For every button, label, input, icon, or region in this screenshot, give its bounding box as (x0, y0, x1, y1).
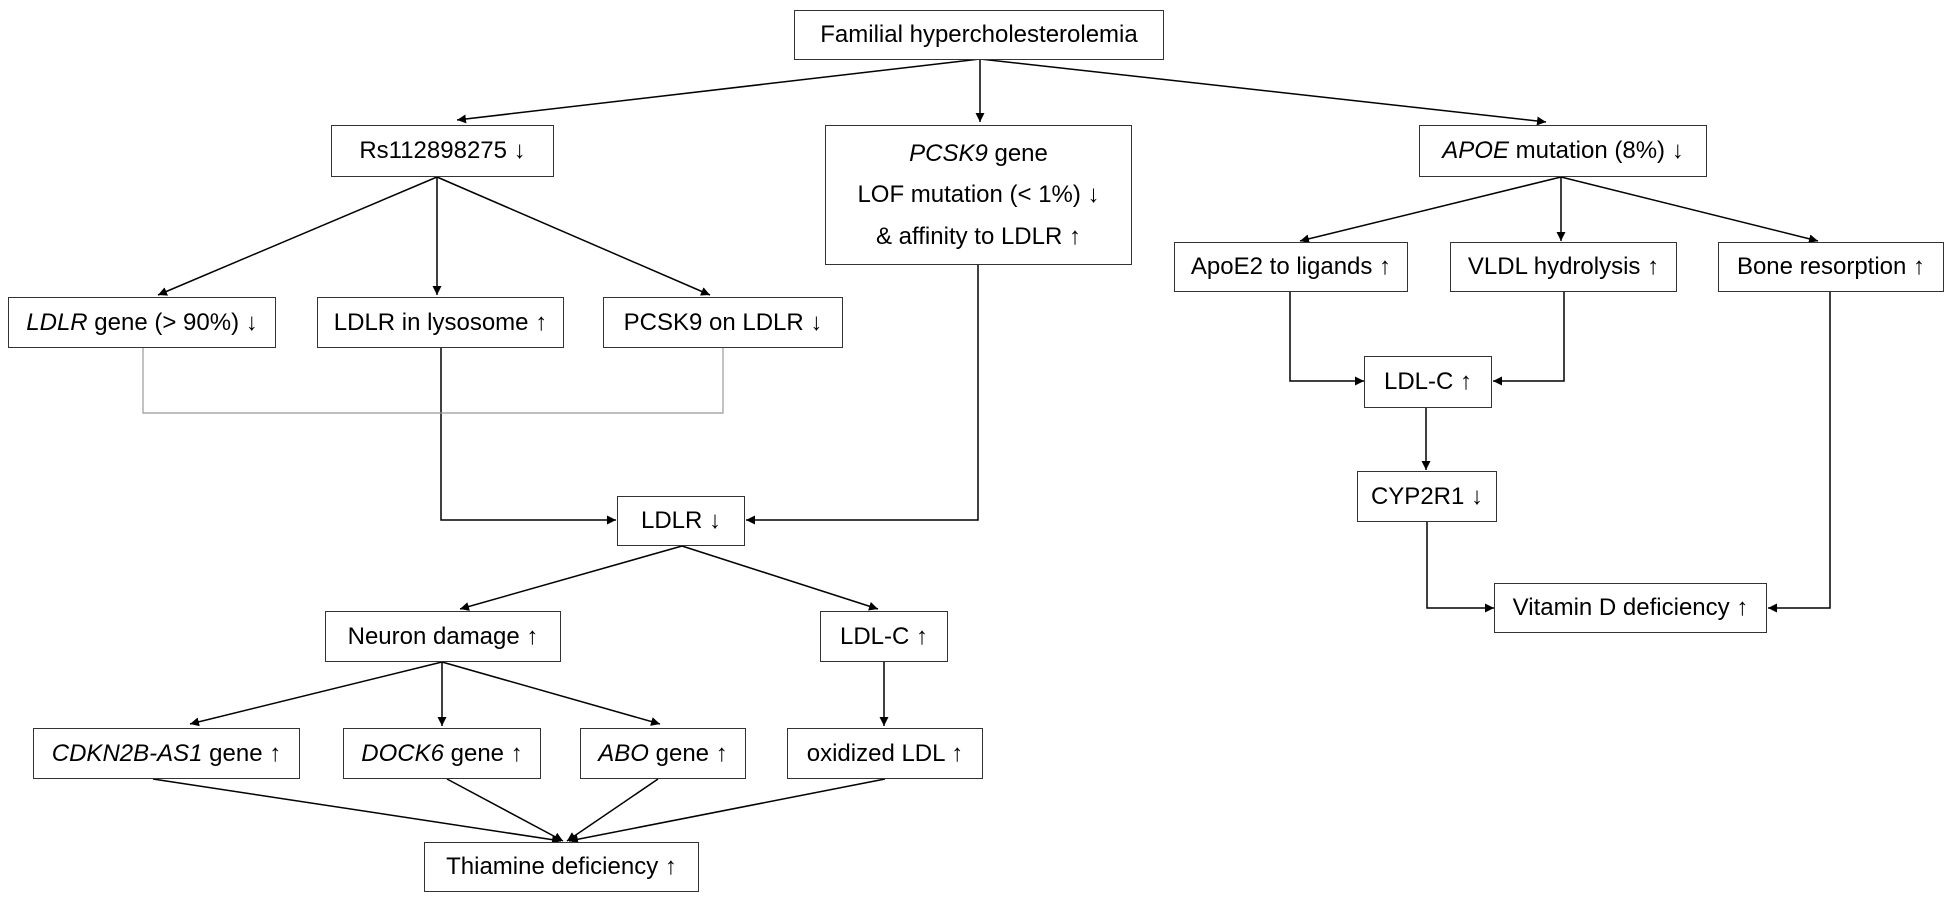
node-vldl-hydrolysis: VLDL hydrolysis ↑ (1450, 242, 1677, 292)
node-label: APOE mutation (8%) ↓ (1442, 137, 1684, 164)
node-vitamin-d-deficiency: Vitamin D deficiency ↑ (1494, 583, 1767, 633)
node-label-line-1: PCSK9 gene (909, 139, 1048, 167)
node-label-line-3: & affinity to LDLR ↑ (876, 222, 1081, 250)
node-familial-hypercholesterolemia: Familial hypercholesterolemia (794, 10, 1164, 60)
node-label: CYP2R1 ↓ (1370, 482, 1484, 510)
node-label: Bone resorption ↑ (1736, 253, 1926, 280)
node-ldl-c-left: LDL-C ↑ (820, 611, 948, 662)
edge-fh-to-apoe-mutation (979, 58, 1547, 126)
node-pcsk9-on-ldlr: PCSK9 on LDLR ↓ (603, 297, 843, 348)
node-ldl-c-right: LDL-C ↑ (1364, 356, 1492, 408)
node-dock6-gene: DOCK6 gene ↑ (343, 728, 541, 779)
gene-name: LDLR (26, 308, 88, 336)
edge-ldlr-to-neuron-damage (459, 545, 683, 611)
edge-lysosome-to-ldlr (440, 348, 616, 525)
node-apoe-mutation: APOE mutation (8%) ↓ (1419, 125, 1707, 177)
node-pcsk9-gene: PCSK9 gene LOF mutation (< 1%) ↓ & affin… (825, 125, 1132, 265)
gene-name: ABO (598, 739, 649, 767)
edge-apoe-to-bone-resorption (1560, 176, 1819, 244)
node-label: LDLR gene (> 90%) ↓ (26, 308, 258, 336)
edge-neuron-to-abo (441, 661, 661, 726)
edge-vldl-to-ldl-c (1493, 292, 1565, 386)
edge-ldlr-to-ldl-c-left (681, 545, 879, 611)
node-label: oxidized LDL ↑ (806, 739, 964, 767)
edge-pcsk9-gene-to-ldlr (746, 265, 979, 525)
node-label: LDL-C ↑ (1383, 368, 1473, 395)
edge-cdkn2b-to-thiamine (152, 778, 562, 845)
gene-name: APOE (1442, 137, 1509, 164)
node-neuron-damage: Neuron damage ↑ (325, 611, 561, 662)
node-bone-resorption: Bone resorption ↑ (1718, 242, 1944, 292)
edge-apoe-to-apoe2 (1299, 176, 1562, 244)
node-label: DOCK6 gene ↑ (361, 739, 523, 767)
node-label: ApoE2 to ligands ↑ (1190, 253, 1392, 280)
node-thiamine-deficiency: Thiamine deficiency ↑ (424, 842, 699, 892)
edge-abo-to-thiamine (566, 778, 659, 842)
node-label: Neuron damage ↑ (347, 622, 539, 650)
grouping-bracket (142, 348, 724, 414)
node-label-line-2: LOF mutation (< 1%) ↓ (857, 181, 1100, 208)
node-label: LDLR in lysosome ↑ (333, 308, 548, 336)
node-oxidized-ldl: oxidized LDL ↑ (787, 728, 983, 779)
node-label: LDLR ↓ (640, 507, 722, 534)
node-ldlr: LDLR ↓ (617, 496, 745, 546)
edge-bone-to-vitamin-d (1768, 292, 1831, 613)
node-label: VLDL hydrolysis ↑ (1467, 253, 1660, 280)
node-ldlr-in-lysosome: LDLR in lysosome ↑ (317, 297, 564, 348)
node-label: PCSK9 on LDLR ↓ (623, 308, 823, 336)
node-label: ABO gene ↑ (598, 739, 728, 767)
node-label: CDKN2B-AS1 gene ↑ (51, 739, 282, 767)
node-apoe2-to-ligands: ApoE2 to ligands ↑ (1174, 242, 1408, 292)
node-label: Familial hypercholesterolemia (820, 21, 1138, 48)
edge-oxidized-ldl-to-thiamine (568, 778, 886, 844)
node-label: Thiamine deficiency ↑ (446, 853, 677, 880)
node-ldlr-gene: LDLR gene (> 90%) ↓ (8, 297, 276, 348)
edge-apoe2-to-ldl-c (1289, 292, 1364, 386)
node-label: Rs112898275 ↓ (359, 137, 526, 164)
edge-rs-to-pcsk9-on-ldlr (436, 176, 711, 296)
node-label: LDL-C ↑ (839, 622, 929, 650)
edge-fh-to-rs112898275 (456, 58, 981, 124)
edge-neuron-to-cdkn2b (189, 661, 443, 727)
node-abo-gene: ABO gene ↑ (580, 728, 746, 779)
gene-name: DOCK6 (361, 739, 444, 767)
edge-cyp2r1-to-vitamin-d (1426, 522, 1494, 613)
edge-dock6-to-thiamine (446, 778, 564, 842)
node-label: Vitamin D deficiency ↑ (1512, 594, 1749, 621)
node-rs112898275: Rs112898275 ↓ (331, 125, 554, 177)
gene-name: PCSK9 (909, 139, 988, 167)
edge-rs-to-ldlr-gene (157, 176, 438, 296)
node-cyp2r1: CYP2R1 ↓ (1357, 471, 1497, 522)
gene-name: CDKN2B-AS1 (51, 739, 203, 767)
node-cdkn2b-as1-gene: CDKN2B-AS1 gene ↑ (33, 728, 300, 779)
